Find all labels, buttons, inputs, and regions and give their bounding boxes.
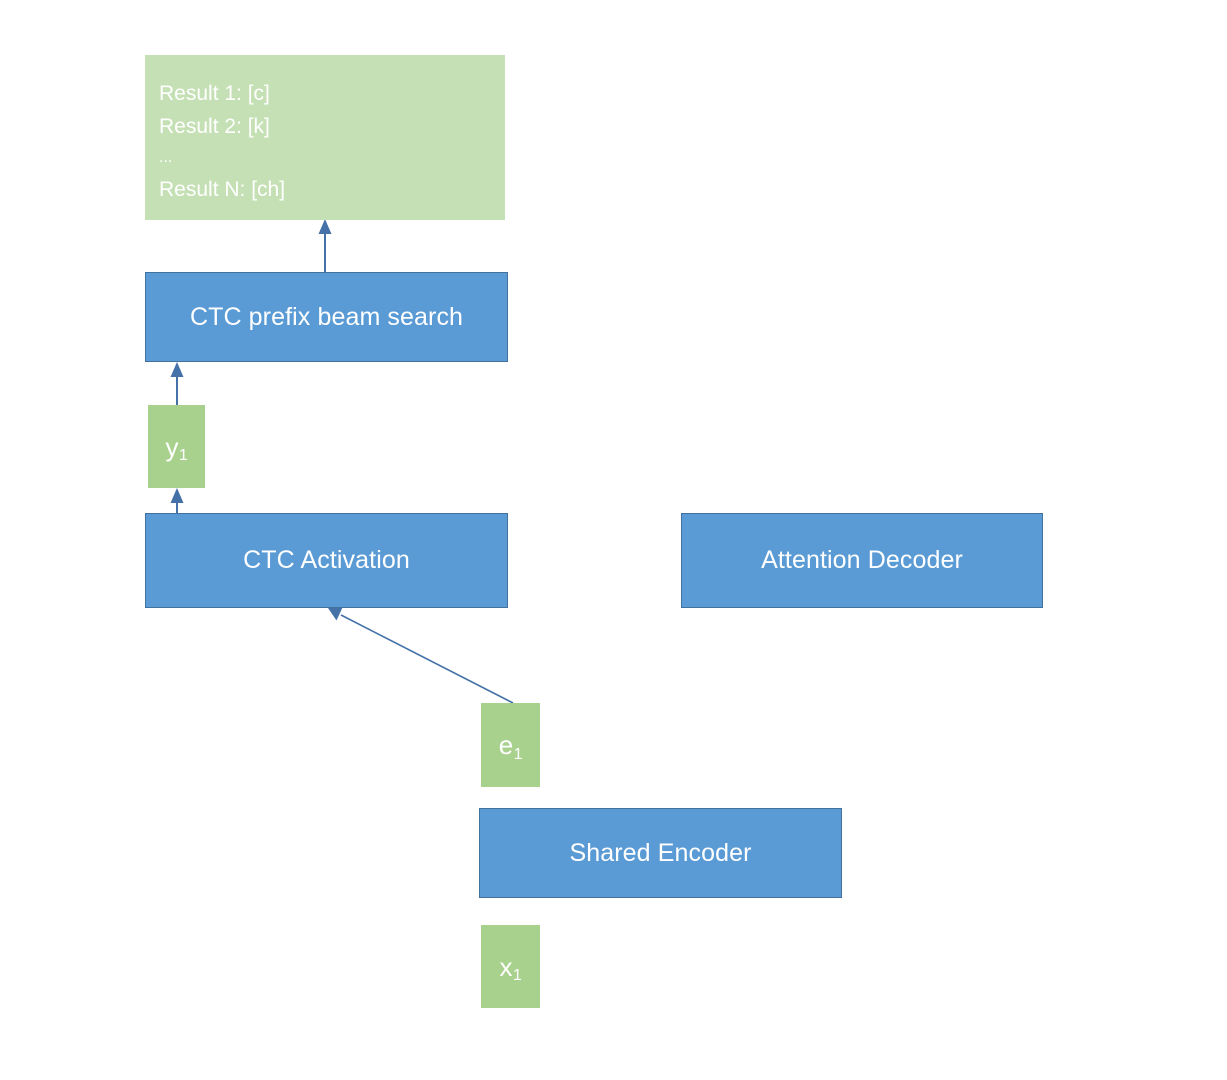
attention-decoder-label: Attention Decoder	[761, 546, 963, 574]
ctc-prefix-beam-search-box[interactable]: CTC prefix beam search	[145, 272, 508, 362]
result-line-n: Result N: [ch]	[159, 178, 286, 201]
ctc-activation-label: CTC Activation	[243, 546, 410, 574]
shared-encoder-label: Shared Encoder	[569, 838, 752, 867]
e1-label: e1	[498, 730, 523, 763]
result-line-2: Result 2: [k]	[159, 115, 270, 138]
x1-label: x1	[499, 951, 522, 985]
shared-encoder-box[interactable]: Shared Encoder	[479, 808, 842, 898]
result-line-1: Result 1: [c]	[159, 82, 270, 105]
y1-box: y1	[148, 405, 205, 488]
y1-label: y1	[165, 431, 188, 465]
attention-decoder-box[interactable]: Attention Decoder	[681, 513, 1043, 608]
x1-box: x1	[481, 925, 540, 1008]
result-line-ellipsis: ...	[159, 149, 173, 166]
ctc-prefix-beam-search-label: CTC prefix beam search	[189, 302, 464, 331]
ctc-activation-box[interactable]: CTC Activation	[145, 513, 508, 608]
e1-box: e1	[481, 703, 540, 787]
results-box: Result 1: [c] Result 2: [k] ... Result N…	[145, 55, 505, 220]
